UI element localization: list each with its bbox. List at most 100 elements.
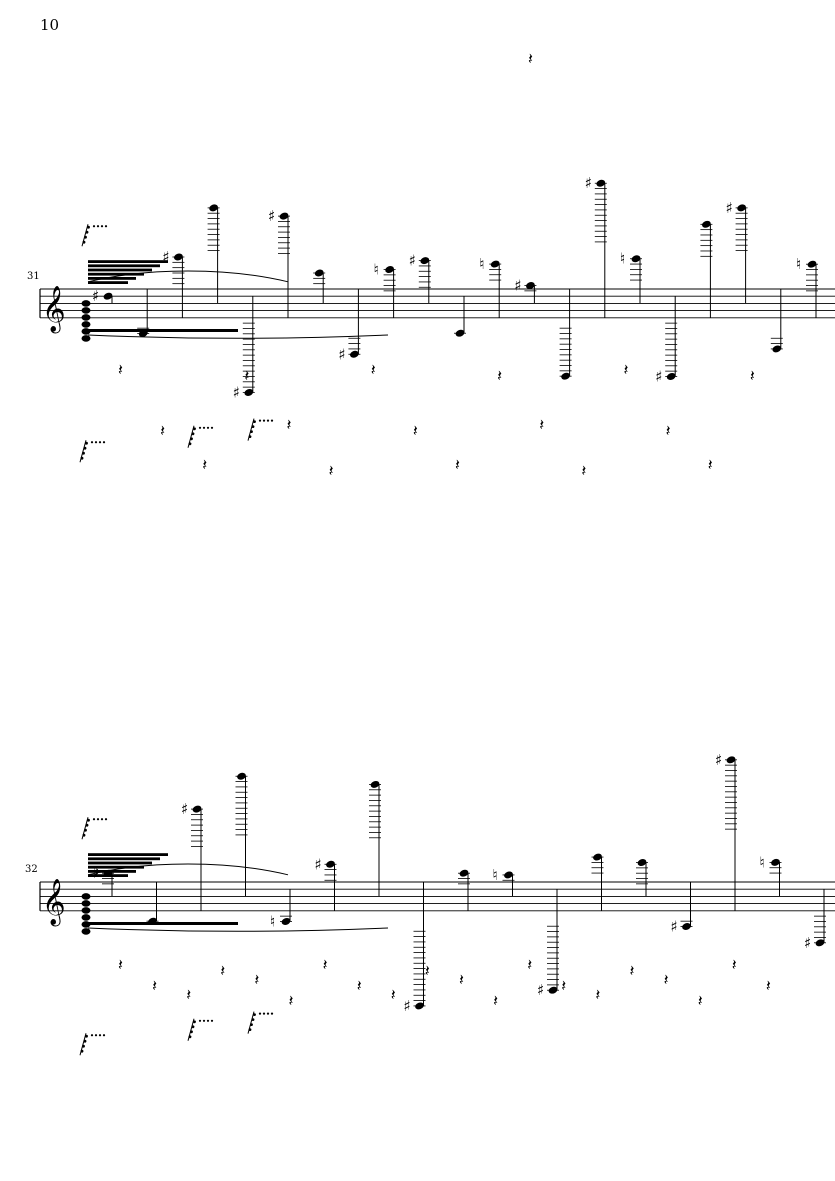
quarter-rest: 𝄽 <box>561 976 566 995</box>
grace-note <box>253 1013 256 1016</box>
notehead <box>807 260 817 268</box>
slur <box>87 927 389 932</box>
quarter-rest: 𝄽 <box>391 985 396 1004</box>
grace-note <box>85 823 89 827</box>
augmentation-dot <box>262 419 266 422</box>
augmentation-dot <box>270 1012 274 1015</box>
beam <box>88 865 144 869</box>
augmentation-dot <box>270 419 274 422</box>
augmentation-dot <box>100 225 104 228</box>
augmentation-dot <box>102 1034 106 1037</box>
quarter-rest: 𝄽 <box>371 360 376 379</box>
chord-notehead <box>81 928 91 935</box>
grace-note <box>188 442 192 446</box>
grace-note <box>251 1018 255 1021</box>
grace-note <box>250 430 253 433</box>
grace-note <box>251 425 255 428</box>
grace-note <box>253 420 256 423</box>
beam <box>88 264 160 268</box>
augmentation-dot <box>90 441 94 444</box>
slur <box>87 334 389 339</box>
quarter-rest: 𝄽 <box>186 985 191 1004</box>
sharp-accidental: ♯ <box>92 864 99 882</box>
sharp-accidental: ♯ <box>268 207 275 225</box>
grace-note <box>84 828 87 832</box>
quarter-rest: 𝄽 <box>459 970 464 989</box>
augmentation-dot <box>210 426 214 429</box>
quarter-rest: 𝄽 <box>329 461 334 480</box>
natural-accidental: ♮ <box>479 255 484 273</box>
quarter-rest: 𝄽 <box>118 360 123 379</box>
slur <box>87 270 289 283</box>
sharp-accidental: ♯ <box>804 934 811 952</box>
beam <box>88 260 168 263</box>
notehead <box>174 253 183 261</box>
notehead <box>815 939 825 947</box>
notehead <box>526 282 535 289</box>
augmentation-dot <box>90 1034 94 1037</box>
natural-accidental: ♮ <box>374 261 379 279</box>
notehead <box>192 805 202 813</box>
grace-note <box>82 240 86 244</box>
sharp-accidental: ♯ <box>92 287 99 305</box>
quarter-rest: 𝄽 <box>666 421 671 440</box>
augmentation-dot <box>102 441 106 444</box>
quarter-rest: 𝄽 <box>323 955 328 974</box>
sharp-accidental: ♯ <box>409 252 416 270</box>
quarter-rest: 𝄽 <box>287 415 292 434</box>
chord-notehead <box>81 300 91 307</box>
notehead <box>561 372 570 380</box>
sharp-accidental: ♯ <box>338 345 345 363</box>
sharp-accidental: ♯ <box>715 751 722 769</box>
sharp-accidental: ♯ <box>585 174 592 192</box>
grace-note <box>82 833 86 837</box>
notehead <box>415 1002 424 1010</box>
beam <box>88 922 238 925</box>
notehead <box>490 260 500 268</box>
augmentation-dot <box>198 1019 202 1022</box>
quarter-rest: 𝄽 <box>664 970 669 989</box>
grace-note <box>84 235 87 239</box>
notehead <box>666 373 676 380</box>
grace-note <box>80 456 84 460</box>
notehead <box>459 869 469 877</box>
grace-note <box>248 1028 252 1031</box>
natural-accidental: ♮ <box>270 912 275 930</box>
augmentation-dot <box>98 1034 102 1037</box>
notehead <box>103 292 113 300</box>
grace-note <box>85 441 88 445</box>
augmentation-dot <box>96 818 100 821</box>
quarter-rest: 𝄽 <box>254 970 259 989</box>
quarter-rest: 𝄽 <box>732 955 737 974</box>
notehead <box>771 858 780 866</box>
notehead <box>596 179 606 187</box>
measure-number-31: 31 <box>27 271 40 282</box>
notehead <box>726 756 736 764</box>
augmentation-dot <box>100 818 104 821</box>
quarter-rest: 𝄽 <box>413 421 418 440</box>
chord-notehead <box>81 900 91 907</box>
notehead <box>702 220 711 228</box>
quarter-rest: 𝄽 <box>493 991 498 1010</box>
treble-clef: 𝄞 <box>42 879 66 927</box>
beam <box>88 857 160 861</box>
notehead <box>593 853 602 861</box>
notehead <box>637 859 647 866</box>
beam <box>88 272 144 276</box>
augmentation-dot <box>206 1019 210 1022</box>
sharp-accidental: ♯ <box>537 981 544 999</box>
quarter-rest: 𝄽 <box>539 415 544 434</box>
notehead <box>548 986 558 994</box>
augmentation-dot <box>258 1012 262 1015</box>
beam <box>88 861 152 865</box>
quarter-rest: 𝄽 <box>624 360 629 379</box>
chord-notehead <box>81 335 91 342</box>
sharp-accidental: ♯ <box>404 997 411 1015</box>
chord-notehead <box>81 914 91 921</box>
notehead <box>326 860 335 868</box>
sharp-accidental: ♯ <box>181 800 188 818</box>
notehead <box>279 212 289 220</box>
beam <box>88 277 136 280</box>
grace-note <box>83 446 87 450</box>
beam <box>88 853 168 856</box>
